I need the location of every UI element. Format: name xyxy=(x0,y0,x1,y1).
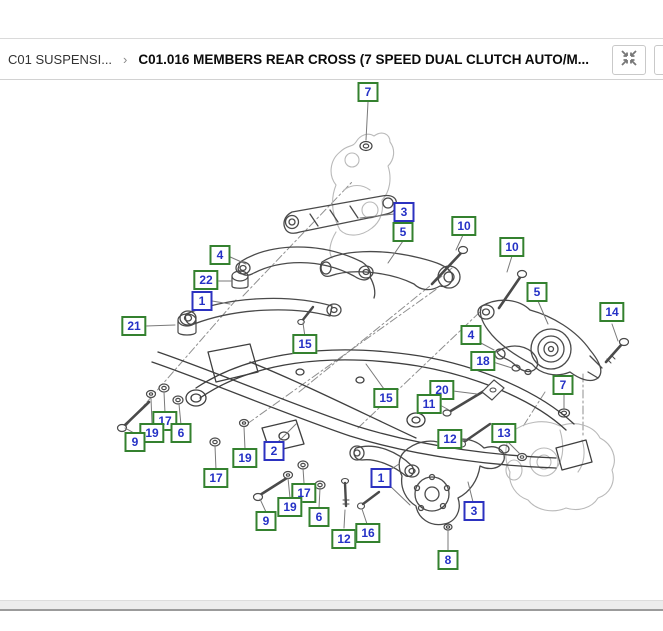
part-callout-3[interactable]: 3 xyxy=(393,202,415,222)
part-callout-17[interactable]: 17 xyxy=(203,468,229,488)
part-callout-18[interactable]: 18 xyxy=(470,351,496,371)
horizontal-scrollbar[interactable] xyxy=(0,600,663,611)
page-title: C01.016 MEMBERS REAR CROSS (7 SPEED DUAL… xyxy=(138,51,589,67)
fit-to-screen-button[interactable] xyxy=(612,45,646,75)
part-callout-9[interactable]: 9 xyxy=(255,511,277,531)
part-callout-7[interactable]: 7 xyxy=(552,375,574,395)
part-callout-7[interactable]: 7 xyxy=(357,82,379,102)
part-callout-1[interactable]: 1 xyxy=(191,291,213,311)
part-callout-16[interactable]: 16 xyxy=(355,523,381,543)
part-callout-22[interactable]: 22 xyxy=(193,270,219,290)
part-callout-9[interactable]: 9 xyxy=(124,432,146,452)
part-callout-12[interactable]: 12 xyxy=(331,529,357,549)
part-callout-4[interactable]: 4 xyxy=(460,325,482,345)
part-callout-5[interactable]: 5 xyxy=(392,222,414,242)
part-callout-12[interactable]: 12 xyxy=(437,429,463,449)
breadcrumb-separator: › xyxy=(123,51,128,67)
part-callout-15[interactable]: 15 xyxy=(373,388,399,408)
part-callout-15[interactable]: 15 xyxy=(292,334,318,354)
part-callout-3[interactable]: 3 xyxy=(463,501,485,521)
collapse-arrows-icon xyxy=(621,49,637,71)
part-callout-19[interactable]: 19 xyxy=(277,497,303,517)
part-callout-10[interactable]: 10 xyxy=(451,216,477,236)
part-callout-14[interactable]: 14 xyxy=(599,302,625,322)
parts-list-button[interactable] xyxy=(654,45,663,75)
breadcrumb: C01 SUSPENSI... › C01.016 MEMBERS REAR C… xyxy=(0,38,663,80)
part-callout-6[interactable]: 6 xyxy=(170,423,192,443)
part-callout-21[interactable]: 21 xyxy=(121,316,147,336)
part-callout-2[interactable]: 2 xyxy=(263,441,285,461)
part-callout-19[interactable]: 19 xyxy=(232,448,258,468)
part-callout-1[interactable]: 1 xyxy=(370,468,392,488)
part-callout-5[interactable]: 5 xyxy=(526,282,548,302)
breadcrumb-parent-link[interactable]: C01 SUSPENSI... xyxy=(8,51,113,67)
part-callout-4[interactable]: 4 xyxy=(209,245,231,265)
part-callout-11[interactable]: 11 xyxy=(416,394,442,414)
part-callout-13[interactable]: 13 xyxy=(491,423,517,443)
part-callout-10[interactable]: 10 xyxy=(499,237,525,257)
part-callout-6[interactable]: 6 xyxy=(308,507,330,527)
part-callout-8[interactable]: 8 xyxy=(437,550,459,570)
